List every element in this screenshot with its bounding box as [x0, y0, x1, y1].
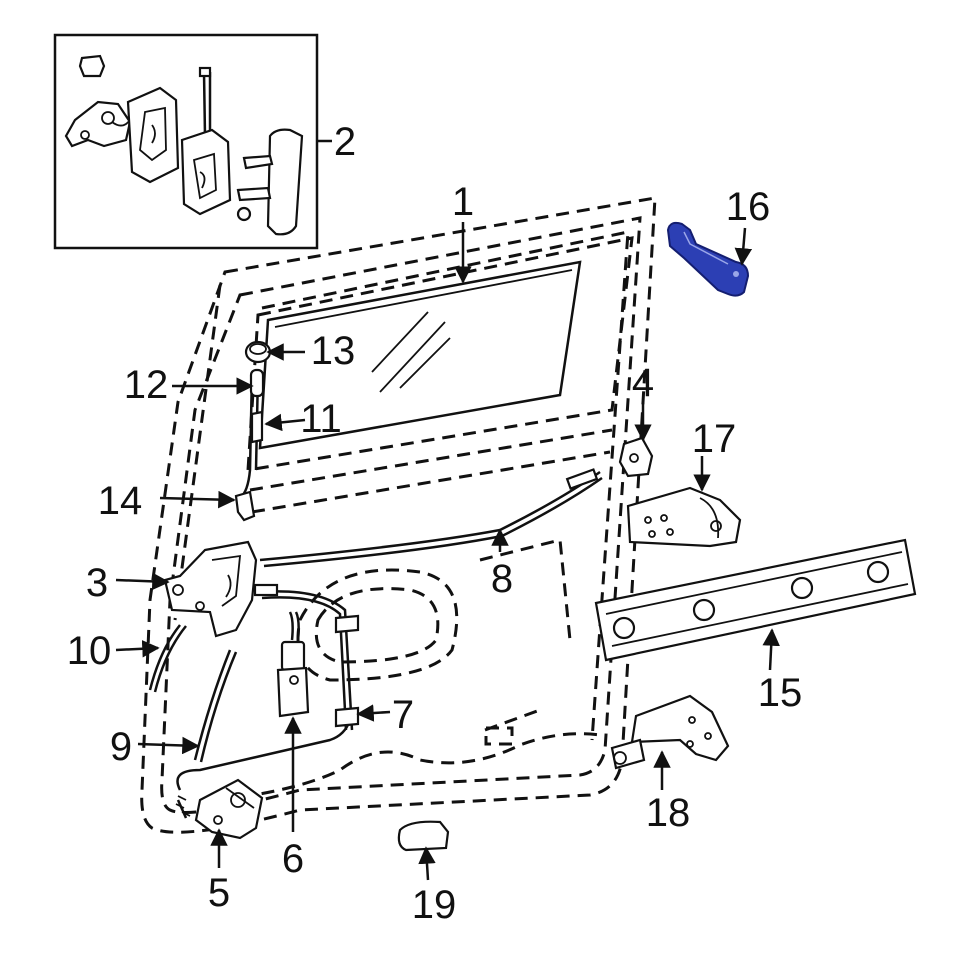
part-11-rod[interactable] — [250, 410, 264, 444]
cables-and-rods — [148, 371, 603, 819]
part-15-center-track[interactable] — [594, 538, 917, 662]
callout-19: 19 — [412, 883, 457, 927]
callout-1: 1 — [452, 180, 474, 224]
callout-8: 8 — [491, 557, 513, 601]
callout-16: 16 — [726, 185, 771, 229]
inset-box-part-2 — [53, 33, 332, 250]
callout-17: 17 — [692, 417, 737, 461]
leader-lines — [115, 222, 780, 881]
callout-15: 15 — [758, 671, 803, 715]
callout-9: 9 — [110, 725, 132, 769]
part-12-rod-clip[interactable] — [249, 368, 265, 398]
callout-11: 11 — [300, 397, 342, 441]
callout-labels: 1 2 3 4 5 6 7 8 9 10 11 12 13 14 15 16 1… — [67, 120, 803, 927]
part-4-striker[interactable] — [618, 436, 654, 478]
callout-7: 7 — [392, 693, 414, 737]
callout-6: 6 — [282, 837, 304, 881]
part-13-lock-knob[interactable] — [244, 340, 272, 364]
part-18-lower-hinge[interactable] — [610, 694, 730, 770]
part-5-lower-latch[interactable] — [194, 778, 264, 840]
callout-3: 3 — [86, 561, 108, 605]
callout-13: 13 — [311, 329, 356, 373]
part-7-cable-clip[interactable] — [334, 614, 360, 728]
callout-2: 2 — [334, 120, 356, 164]
callout-4: 4 — [632, 361, 654, 405]
callout-14: 14 — [98, 479, 143, 523]
callout-10: 10 — [67, 629, 112, 673]
part-14-clip[interactable] — [234, 490, 256, 522]
part-19-end-cap[interactable] — [397, 820, 450, 852]
callout-12: 12 — [124, 363, 169, 407]
door-panel-outline — [140, 196, 657, 834]
callout-18: 18 — [646, 791, 691, 835]
callout-5: 5 — [208, 871, 230, 915]
part-16-assist-handle-highlighted[interactable] — [666, 221, 750, 297]
part-6-lock-actuator[interactable] — [276, 611, 310, 718]
part-3-latch-assembly[interactable] — [163, 540, 258, 638]
part-17-hinge[interactable] — [626, 486, 742, 548]
